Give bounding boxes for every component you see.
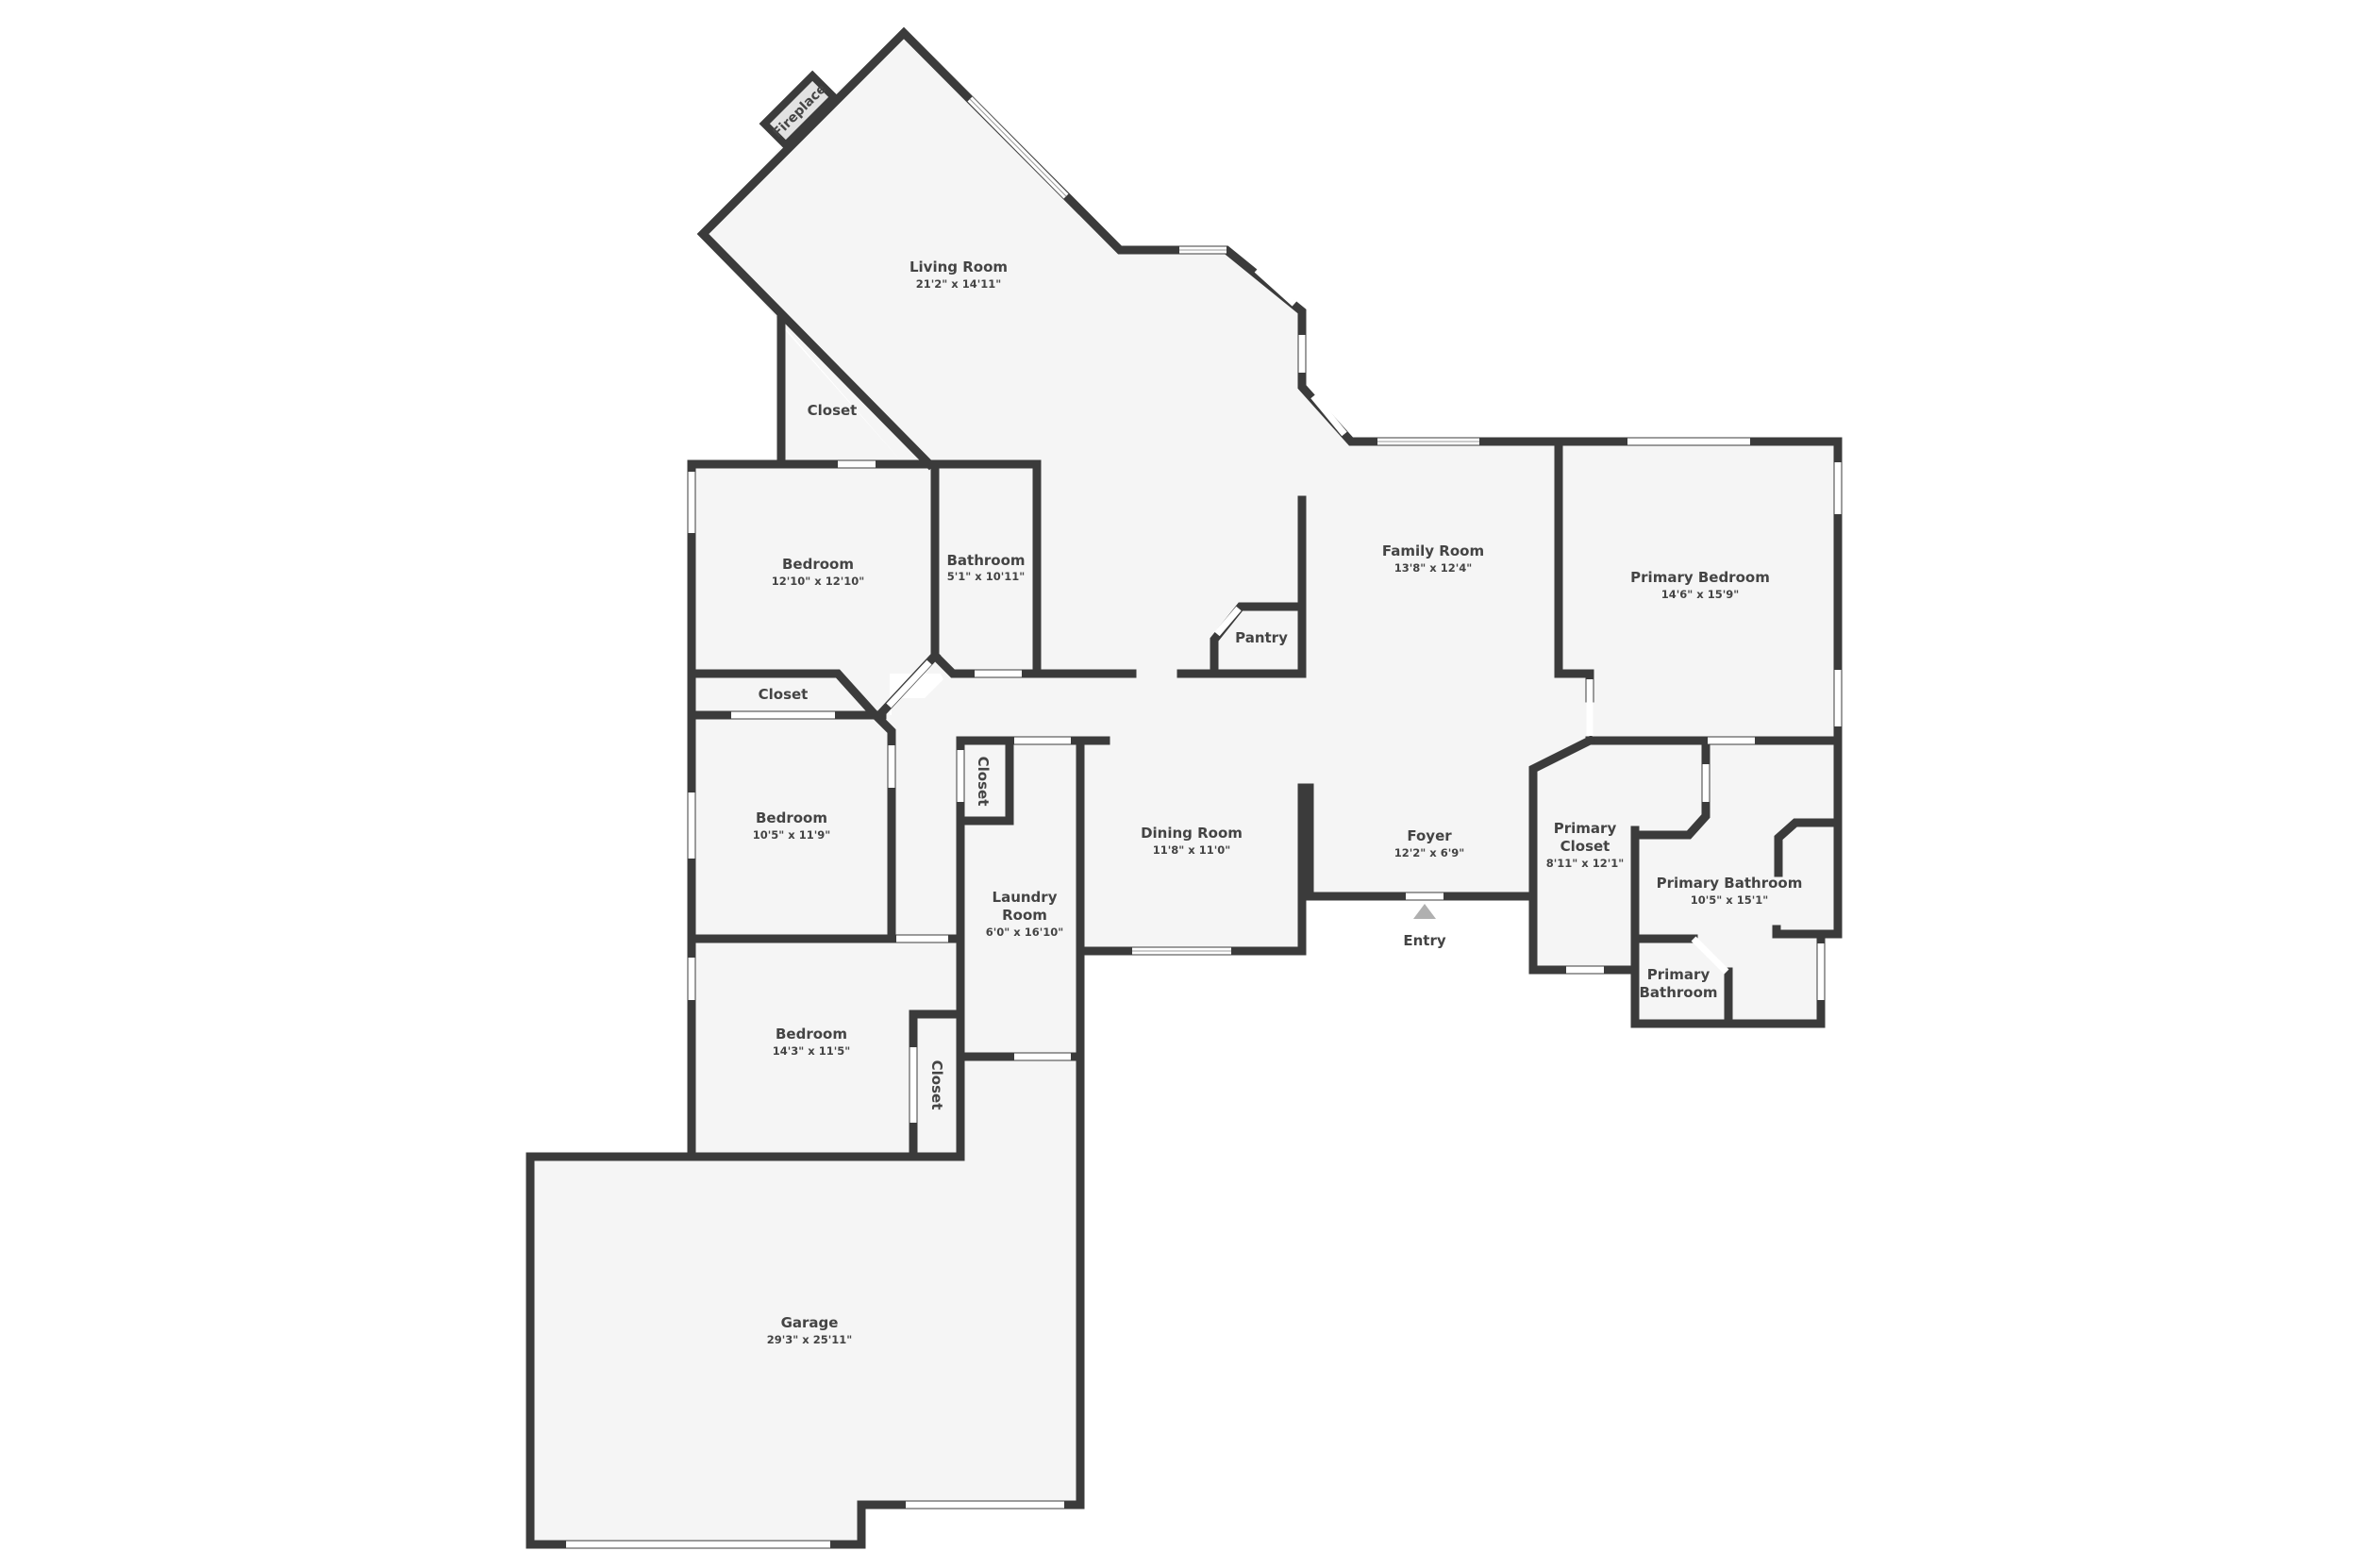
closet-bed3-name: Closet bbox=[928, 1060, 945, 1110]
door-hall-diagonal bbox=[886, 659, 932, 709]
laundry-name-line2: Room bbox=[1002, 907, 1047, 924]
living-room-dims: 21'2" x 14'11" bbox=[916, 277, 1001, 291]
laundry-right-wall bbox=[526, 736, 1085, 1549]
entry-arrow-icon bbox=[1413, 904, 1436, 919]
primary-bedroom-floor bbox=[1559, 442, 1838, 741]
bedroom-3-dims: 14'3" x 11'5" bbox=[773, 1044, 850, 1058]
pantry-name: Pantry bbox=[1235, 629, 1288, 646]
bedroom-2-dims: 10'5" x 11'9" bbox=[753, 828, 830, 842]
windows bbox=[688, 96, 1842, 1000]
room-labels: Living Room 21'2" x 14'11" Closet Bedroo… bbox=[753, 259, 1803, 1346]
bathroom-name: Bathroom bbox=[946, 552, 1025, 569]
primary-bedroom-name: Primary Bedroom bbox=[1630, 569, 1770, 586]
primary-wc-name-line1: Primary bbox=[1647, 966, 1711, 983]
closet-laundry-name: Closet bbox=[975, 757, 992, 807]
bedroom-1-floor bbox=[692, 464, 935, 674]
foyer-name: Foyer bbox=[1407, 827, 1452, 844]
bedroom-1-name: Bedroom bbox=[782, 556, 854, 573]
primary-closet-name-line2: Closet bbox=[1560, 838, 1610, 855]
window-living-bay3 bbox=[1310, 393, 1347, 437]
laundry-closet-wall bbox=[956, 736, 1014, 826]
bedroom-2-floor bbox=[692, 715, 892, 939]
primary-closet-name-line1: Primary bbox=[1554, 820, 1617, 837]
pantry-wall bbox=[1176, 495, 1307, 678]
garage-floor bbox=[530, 1057, 1080, 1544]
bedroom-2-name: Bedroom bbox=[756, 809, 827, 826]
corridor-floor bbox=[892, 698, 962, 943]
primary-closet-wall bbox=[1585, 736, 1843, 939]
bedroom-3-name: Bedroom bbox=[776, 1026, 847, 1043]
closet-living-floor bbox=[781, 325, 904, 464]
living-room-name: Living Room bbox=[909, 259, 1008, 275]
laundry-name-line1: Laundry bbox=[993, 889, 1058, 906]
family-room-name: Family Room bbox=[1382, 542, 1484, 559]
closet-living-name: Closet bbox=[808, 402, 858, 419]
primary-wc-name-line2: Bathroom bbox=[1639, 984, 1717, 1001]
bedroom-1-dims: 12'10" x 12'10" bbox=[772, 575, 864, 588]
entry-marker: Entry bbox=[1403, 904, 1446, 949]
dining-room-dims: 11'8" x 11'0" bbox=[1153, 843, 1230, 857]
floor-fills bbox=[530, 33, 1838, 1544]
door-primary-wc bbox=[1691, 936, 1729, 975]
openings bbox=[566, 460, 1755, 1548]
garage-dims: 29'3" x 25'11" bbox=[767, 1333, 852, 1346]
living-room-floor bbox=[703, 33, 1351, 741]
primary-bedroom-dims: 14'6" x 15'9" bbox=[1661, 588, 1739, 601]
bathroom-dims: 5'1" x 10'11" bbox=[947, 570, 1025, 583]
primary-closet-dims: 8'11" x 12'1" bbox=[1546, 857, 1624, 870]
primary-bathroom-name: Primary Bathroom bbox=[1657, 875, 1803, 892]
primary-bathroom-dims: 10'5" x 15'1" bbox=[1691, 893, 1768, 907]
hall-floor bbox=[896, 442, 1590, 951]
door-pantry bbox=[1214, 606, 1242, 637]
closet-bed3-label-group: Closet bbox=[928, 1060, 945, 1110]
bathroom-floor bbox=[935, 464, 1037, 674]
foyer-dims: 12'2" x 6'9" bbox=[1394, 846, 1464, 859]
bed1-bath-divider bbox=[930, 459, 1137, 678]
primary-bathroom-floor bbox=[1635, 741, 1835, 1024]
closet-laundry-label-group: Closet bbox=[975, 757, 992, 807]
laundry-floor bbox=[960, 741, 1077, 1057]
dining-room-name: Dining Room bbox=[1141, 825, 1243, 842]
entry-label: Entry bbox=[1403, 932, 1445, 949]
primary-bath-shower bbox=[1774, 818, 1843, 877]
closet-bed1-name: Closet bbox=[759, 686, 809, 703]
family-room-dims: 13'8" x 12'4" bbox=[1394, 561, 1472, 575]
window-living-bay1 bbox=[1254, 267, 1297, 307]
garage-name: Garage bbox=[781, 1314, 839, 1331]
fireplace-box bbox=[759, 70, 840, 151]
laundry-dims: 6'0" x 16'10" bbox=[986, 926, 1063, 939]
